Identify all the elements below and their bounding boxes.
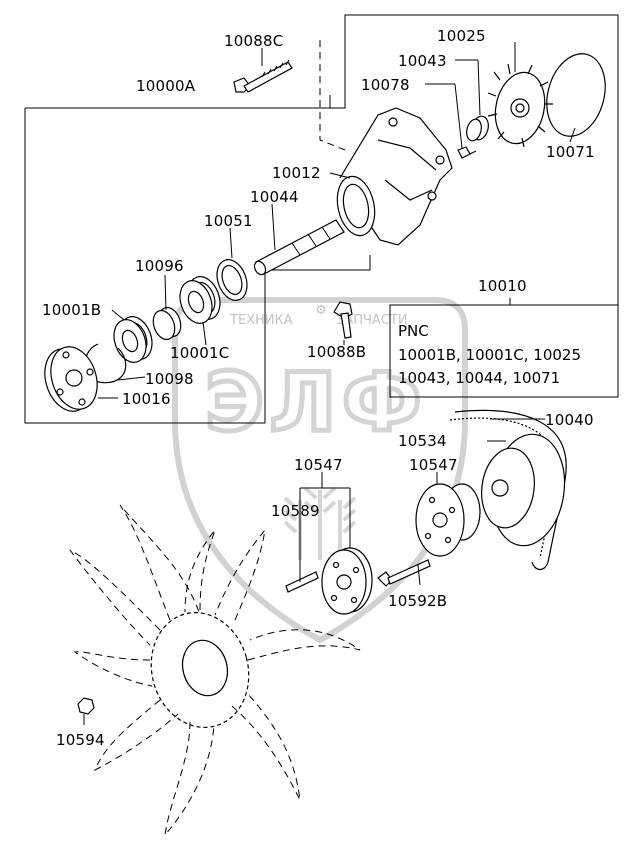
nut-10594 [77, 697, 95, 715]
pnc-box: PNC 10001B, 10001C, 10025 10043, 10044, … [389, 298, 619, 398]
label-10088B: 10088B [307, 343, 366, 361]
label-10098: 10098 [145, 370, 194, 388]
label-10071: 10071 [546, 143, 595, 161]
assembly-frame-10000A [24, 14, 619, 424]
label-10594: 10594 [56, 731, 105, 749]
label-10078: 10078 [361, 76, 410, 94]
watermark-text-left: ТЕХНИКА [229, 313, 293, 328]
plug-10078 [457, 146, 477, 159]
label-10547-right: 10547 [409, 456, 458, 474]
bearing-10001B [113, 316, 153, 363]
ring-10051 [216, 259, 248, 301]
label-10096: 10096 [135, 257, 184, 275]
gasket-10071 [546, 53, 606, 137]
label-10051: 10051 [204, 212, 253, 230]
bearing-10001C [179, 276, 221, 324]
shaft-10044 [253, 219, 345, 276]
bolt-10592B [377, 559, 431, 587]
watermark: ТЕХНИКА ⚙ ЗАПЧАСТИ ЭЛФ [172, 297, 468, 644]
label-10044: 10044 [250, 188, 299, 206]
label-10000A: 10000A [136, 77, 196, 95]
label-10016: 10016 [122, 390, 171, 408]
pnc-line-1: 10001B, 10001C, 10025 [398, 346, 581, 364]
watermark-gear-icon: ⚙ [315, 303, 327, 318]
spacer-10547-left [321, 547, 373, 615]
spacer-10547-right [415, 483, 481, 557]
label-10088C: 10088C [224, 32, 283, 50]
pulley-10534 [481, 433, 566, 547]
label-10025: 10025 [437, 27, 486, 45]
part-labels: 10088C 10000A 10025 10043 10078 10071 10… [42, 27, 595, 749]
fan [69, 504, 361, 837]
flange-10016 [44, 346, 98, 412]
seal-10043 [466, 115, 489, 142]
bolt-10088C [233, 59, 293, 93]
label-10001C: 10001C [170, 344, 229, 362]
label-10040: 10040 [545, 411, 594, 429]
pnc-line-2: 10043, 10044, 10071 [398, 369, 560, 387]
label-10547-left: 10547 [294, 456, 343, 474]
label-10592B: 10592B [388, 592, 447, 610]
bolt-10088B [333, 301, 353, 339]
pump-body-10012 [336, 107, 453, 246]
leader-lines [83, 42, 576, 725]
label-10001B: 10001B [42, 301, 101, 319]
label-10010: 10010 [478, 277, 527, 295]
stud-10589 [285, 571, 319, 593]
pnc-heading: PNC [398, 322, 429, 340]
label-10589: 10589 [271, 502, 320, 520]
spacer-10096 [152, 306, 182, 341]
watermark-logo: ЭЛФ [205, 356, 428, 449]
snap-ring-10098 [84, 343, 127, 384]
pnc-box-frame [389, 304, 619, 398]
label-10534: 10534 [398, 432, 447, 450]
label-10043: 10043 [398, 52, 447, 70]
impeller-10025 [487, 63, 553, 148]
label-10012: 10012 [272, 164, 321, 182]
